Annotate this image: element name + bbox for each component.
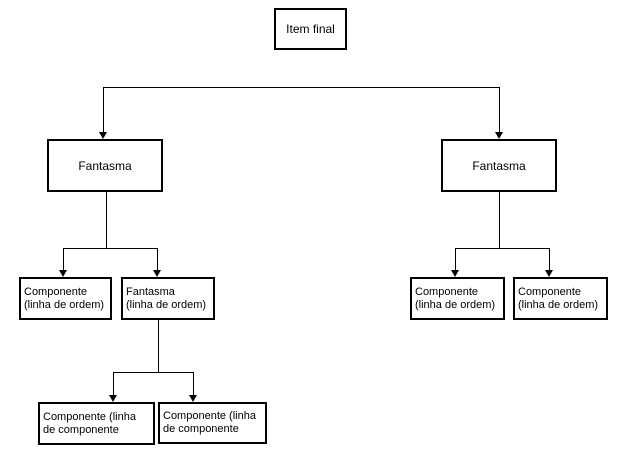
- node-label-line1: Componente (linha: [43, 410, 136, 423]
- arrow-down-icon: [495, 132, 503, 139]
- connector-fantasma-right-child1-vertical: [455, 248, 456, 270]
- arrow-down-icon: [153, 270, 161, 277]
- node-label-line2: (linha de ordem): [126, 298, 207, 311]
- node-componente-ordem-right-2: Componente (linha de ordem): [513, 277, 608, 320]
- arrow-down-icon: [59, 270, 67, 277]
- node-fantasma-left-label: Fantasma: [78, 158, 132, 173]
- arrow-down-icon: [189, 395, 197, 402]
- node-fantasma-ordem: Fantasma (linha de ordem): [121, 277, 215, 320]
- node-item-final: Item final: [274, 8, 347, 50]
- connector-fantasma-ordem-child1-vertical: [113, 372, 114, 395]
- connector-fantasma-right-child2-vertical: [549, 248, 550, 270]
- node-label-line2: (linha de ordem): [415, 298, 496, 311]
- connector-level2-left-vertical: [103, 87, 104, 132]
- connector-fantasma-ordem-child2-vertical: [193, 372, 194, 395]
- arrow-down-icon: [451, 270, 459, 277]
- node-label-line2: de componente: [163, 423, 239, 435]
- node-label-line2: (linha de ordem): [24, 298, 105, 311]
- node-fantasma-right-label: Fantasma: [472, 158, 526, 173]
- connector-fantasma-ordem-horizontal: [113, 372, 194, 373]
- node-componente-ordem-left: Componente (linha de ordem): [19, 277, 112, 320]
- arrow-down-icon: [109, 395, 117, 402]
- node-label-line1: Componente (linha: [163, 410, 256, 422]
- node-label-line1: Componente: [415, 285, 478, 298]
- arrow-down-icon: [99, 132, 107, 139]
- connector-fantasma-left-child1-vertical: [63, 248, 64, 270]
- node-label-line1: Componente: [518, 285, 581, 298]
- connector-fantasma-left-horizontal: [63, 248, 158, 249]
- node-componente-ordem-right-1: Componente (linha de ordem): [410, 277, 505, 320]
- connector-fantasma-left-child2-vertical: [157, 248, 158, 270]
- node-fantasma-right: Fantasma: [441, 139, 557, 192]
- connector-fantasma-right-stem: [499, 192, 500, 248]
- node-componente-componente-left: Componente (linha de componente: [38, 402, 155, 445]
- node-label-line2: de componente: [43, 423, 119, 436]
- node-item-final-label: Item final: [286, 22, 335, 36]
- connector-fantasma-left-stem: [106, 192, 107, 248]
- connector-level2-horizontal: [103, 87, 500, 88]
- connector-fantasma-ordem-stem: [158, 320, 159, 372]
- node-fantasma-left: Fantasma: [47, 139, 163, 192]
- node-label-line1: Componente: [24, 285, 87, 298]
- node-label-line2: (linha de ordem): [518, 298, 599, 311]
- node-componente-componente-right: Componente (linha de componente: [158, 402, 267, 444]
- connector-level2-right-vertical: [499, 87, 500, 132]
- node-label-line1: Fantasma: [126, 285, 175, 298]
- connector-fantasma-right-horizontal: [455, 248, 550, 249]
- arrow-down-icon: [545, 270, 553, 277]
